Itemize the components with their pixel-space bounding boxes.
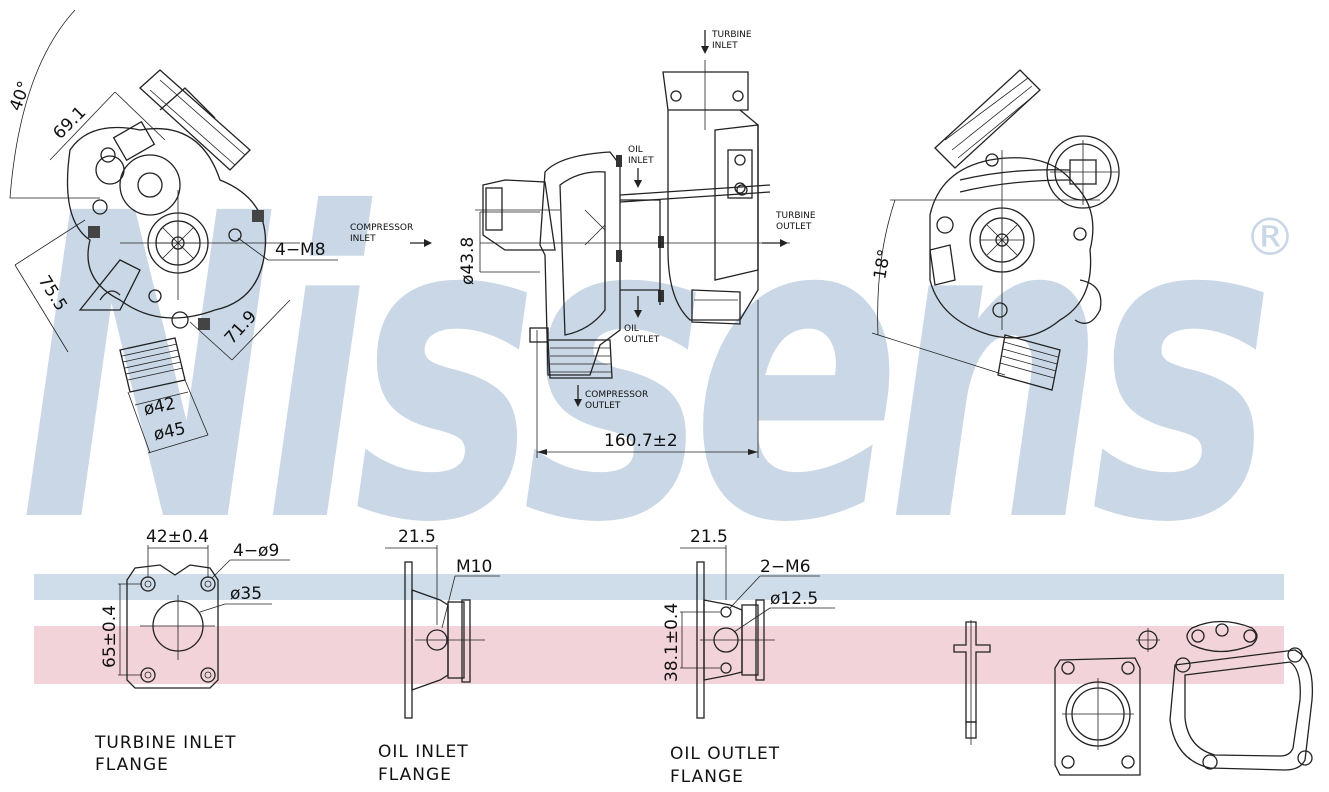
label-oil-inlet-2: INLET	[628, 156, 654, 166]
dim-65: 65±0.4	[100, 605, 120, 668]
dim-4-phi-9: 4−ø9	[233, 541, 279, 561]
label-turbine-outlet-2: OUTLET	[776, 222, 812, 232]
oil-outlet-flange: 21.5 2−M6 ø12.5 38.1±0.4 OIL OUTLET FLAN…	[662, 527, 835, 787]
caption-turbine-inlet-flange-1: TURBINE INLET	[94, 733, 237, 753]
caption-oil-inlet-flange-1: OIL INLET	[378, 742, 469, 762]
label-oil-outlet-1: OIL	[624, 324, 639, 334]
dim-m10: M10	[456, 557, 492, 577]
turbine-inlet-flange: 42±0.4 4−ø9 ø35 65±0.4 TURBINE INLET FLA…	[94, 527, 290, 775]
label-compressor-inlet-1: COMPRESSOR	[350, 223, 413, 233]
dim-oil-outlet-21-5: 21.5	[690, 527, 728, 547]
accessories	[953, 620, 1314, 776]
center-view-turbo: TURBINE INLET COMPRESSOR INLET	[350, 30, 816, 458]
label-compressor-outlet-2: OUTLET	[585, 401, 621, 411]
watermark-blue-band	[34, 574, 1284, 600]
dim-phi-35: ø35	[230, 584, 262, 604]
label-turbine-inlet-1: TURBINE	[711, 30, 752, 40]
label-turbine-inlet-2: INLET	[712, 41, 738, 51]
dim-phi-12-5: ø12.5	[770, 589, 818, 609]
label-turbine-outlet-1: TURBINE	[775, 211, 816, 221]
watermark: Nissens ®	[20, 126, 1296, 684]
label-oil-outlet-2: OUTLET	[624, 335, 660, 345]
watermark-brand-text: Nissens	[20, 126, 1265, 615]
oil-inlet-flange: 21.5 M10 OIL INLET FLANGE	[378, 527, 500, 785]
dim-160-7: 160.7±2	[604, 431, 678, 451]
dim-oil-inlet-21-5: 21.5	[398, 527, 436, 547]
caption-oil-outlet-flange-2: FLANGE	[670, 767, 744, 787]
watermark-registered-mark: ®	[1244, 208, 1296, 268]
caption-turbine-inlet-flange-2: FLANGE	[95, 755, 169, 775]
caption-oil-inlet-flange-2: FLANGE	[378, 765, 452, 785]
dim-38-1: 38.1±0.4	[662, 603, 682, 682]
label-compressor-inlet-2: INLET	[350, 234, 376, 244]
dim-2-m6: 2−M6	[760, 557, 811, 577]
dim-4-m8: 4−M8	[275, 240, 326, 260]
dim-42: 42±0.4	[146, 527, 209, 547]
caption-oil-outlet-flange-1: OIL OUTLET	[670, 744, 780, 764]
watermark-red-band	[34, 626, 1284, 684]
dim-angle-40: 40°	[6, 79, 35, 114]
label-compressor-outlet-1: COMPRESSOR	[585, 390, 648, 400]
label-oil-inlet-1: OIL	[628, 145, 643, 155]
dim-phi-43-8: ø43.8	[458, 237, 478, 285]
